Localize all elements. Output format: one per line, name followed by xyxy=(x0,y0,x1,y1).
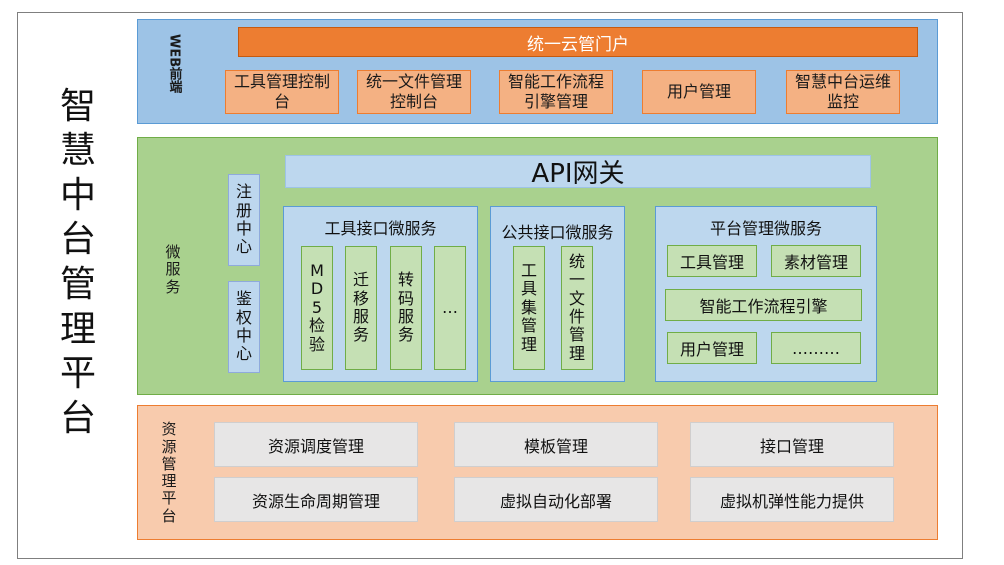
migration-service: 迁移服务 xyxy=(345,246,377,370)
resource-lifecycle-management: 资源生命周期管理 xyxy=(214,477,418,522)
web-layer-label: WEB前端 xyxy=(166,34,182,94)
api-gateway: API网关 xyxy=(285,155,871,189)
public-interface-title: 公共接口微服务 xyxy=(501,223,614,242)
interface-management: 接口管理 xyxy=(690,422,894,467)
diagram-frame xyxy=(17,12,963,559)
more-tool-services: … xyxy=(434,246,466,370)
toolset-management-service: 工具集管理 xyxy=(513,246,545,370)
template-management: 模板管理 xyxy=(454,422,658,467)
web-item-tool-console: 工具管理控制台 xyxy=(225,70,339,114)
resource-layer-label: 资源管 理平台 xyxy=(161,420,177,525)
transcode-service: 转码服务 xyxy=(390,246,422,370)
workflow-engine-service: 智能工作流程引擎 xyxy=(665,289,862,321)
unified-cloud-portal: 统一云管门户 xyxy=(238,27,918,57)
virtual-auto-deployment: 虚拟自动化部署 xyxy=(454,477,658,522)
microservice-layer-label: 微服务 xyxy=(165,243,181,296)
web-item-user-management: 用户管理 xyxy=(642,70,756,114)
auth-center: 鉴权 中心 xyxy=(228,281,260,373)
material-management-service: 素材管理 xyxy=(771,245,861,277)
web-item-ops-monitor: 智慧中台运维监控 xyxy=(786,70,900,114)
tool-management-service: 工具管理 xyxy=(667,245,757,277)
more-platform-services: ……… xyxy=(771,332,861,364)
tool-interface-title: 工具接口微服务 xyxy=(324,219,437,238)
web-item-file-console: 统一文件管理控制台 xyxy=(357,70,471,114)
resource-scheduling: 资源调度管理 xyxy=(214,422,418,467)
public-interface-service-group xyxy=(490,206,625,382)
unified-file-management-service: 统一文件管理 xyxy=(561,246,593,370)
platform-management-title: 平台管理微服务 xyxy=(709,219,822,238)
web-item-workflow-engine: 智能工作流程引擎管理 xyxy=(499,70,613,114)
platform-title: 智慧 中台 管理 平台 xyxy=(59,85,96,439)
user-management-service: 用户管理 xyxy=(667,332,757,364)
registry-center: 注册 中心 xyxy=(228,174,260,266)
vm-elastic-capacity: 虚拟机弹性能力提供 xyxy=(690,477,894,522)
